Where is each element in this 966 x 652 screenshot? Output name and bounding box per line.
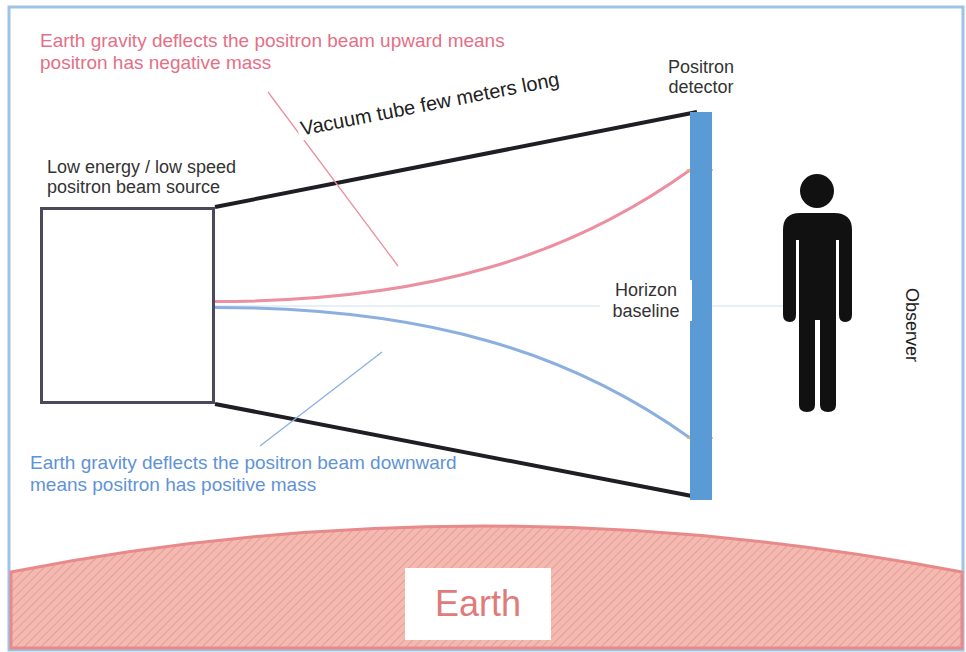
horizon-label: Horizon baseline bbox=[600, 280, 692, 321]
source-box: Low energy / low speed positron beam sou… bbox=[40, 207, 215, 404]
caption-negative: Earth gravity deflects the positron beam… bbox=[40, 30, 560, 74]
earth-label-box: Earth bbox=[405, 568, 551, 640]
leader-line bbox=[260, 352, 382, 446]
observer-figure bbox=[783, 174, 852, 412]
earth-surface bbox=[11, 526, 962, 648]
node-text: Earth bbox=[435, 583, 521, 624]
tube-label: Vacuum tube few meters long bbox=[296, 67, 565, 141]
positron-beam bbox=[215, 308, 690, 439]
frame bbox=[9, 7, 963, 650]
caption-positive: Earth gravity deflects the positron beam… bbox=[30, 452, 500, 496]
tube-wall bbox=[215, 112, 697, 207]
observer-label: Observer bbox=[901, 288, 922, 362]
detector-bar: Positron detector bbox=[690, 112, 712, 500]
node-text: Positron detector bbox=[656, 57, 746, 98]
node-text: Low energy / low speed positron beam sou… bbox=[47, 157, 297, 198]
